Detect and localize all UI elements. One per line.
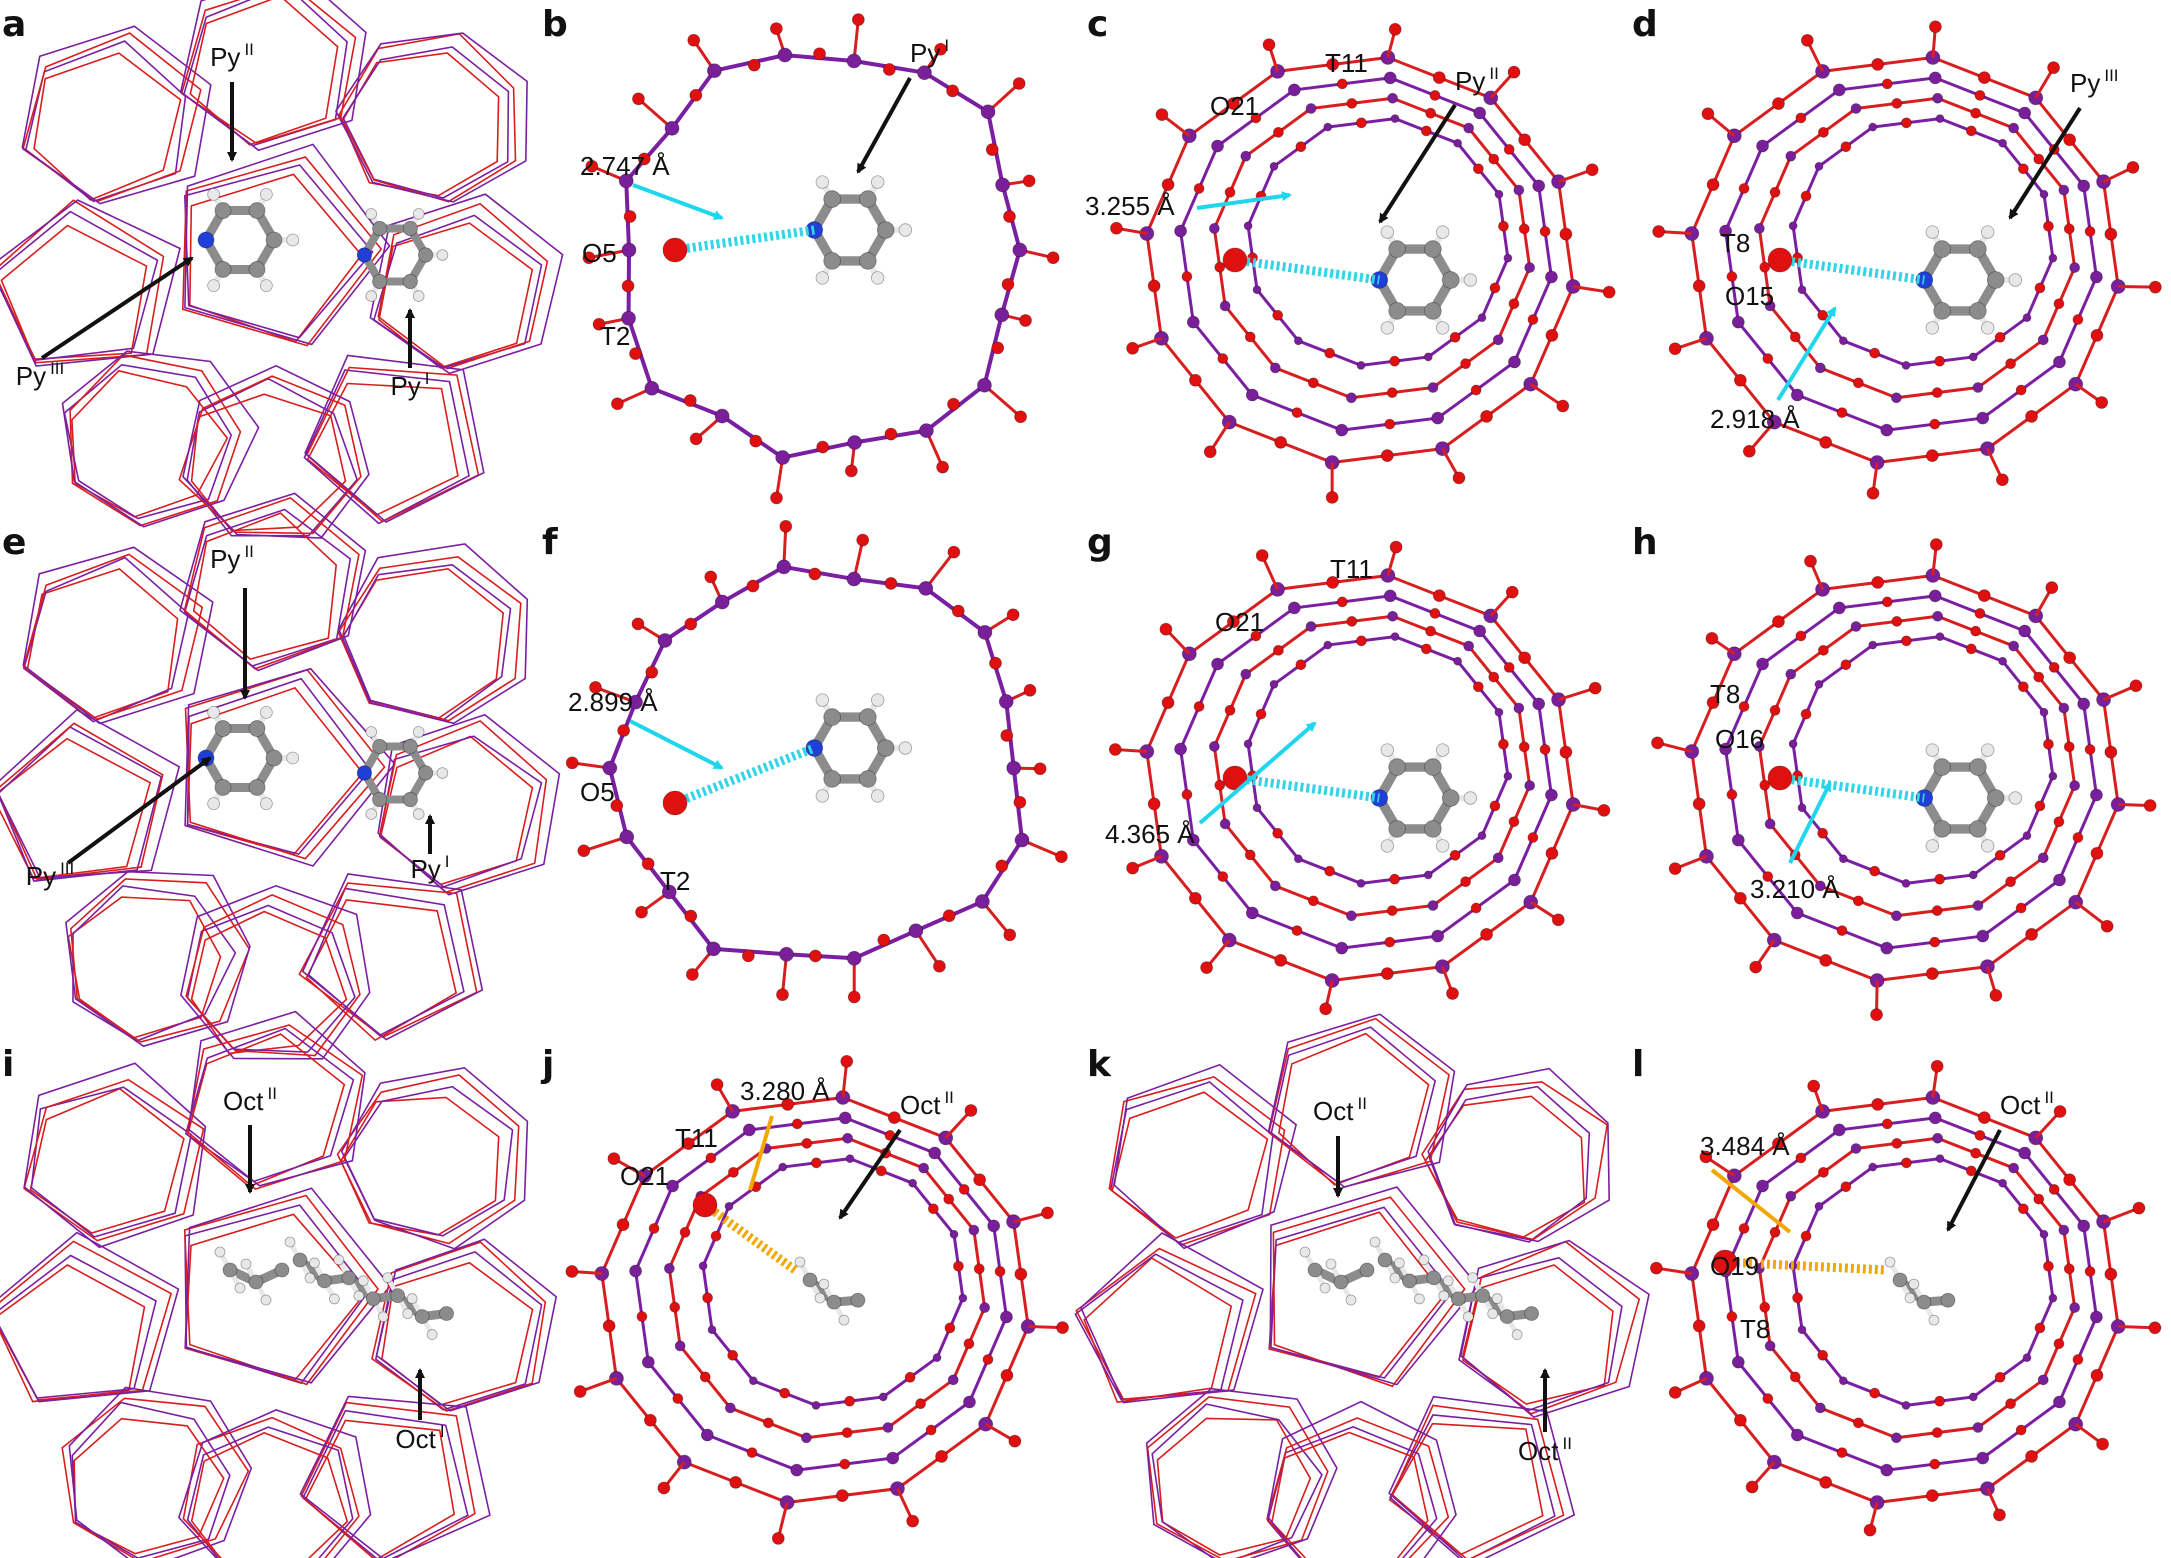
- panel-letter: j: [540, 1044, 554, 1085]
- panel-letter: a: [2, 4, 26, 45]
- panel-letter: f: [542, 522, 558, 563]
- annotation-label: T11: [1325, 48, 1368, 78]
- panel-letter: e: [2, 522, 26, 563]
- panel-letter: h: [1632, 522, 1658, 563]
- annotation-label: T11: [1330, 554, 1373, 584]
- annotation-label: 2.918 Å: [1710, 404, 1800, 434]
- panel-letter: c: [1087, 4, 1108, 45]
- annotation-label: O15: [1725, 281, 1774, 311]
- annotation-label: 4.365 Å: [1105, 819, 1195, 849]
- panel-letter: l: [1632, 1044, 1644, 1085]
- pointer-arrow: [856, 77, 912, 174]
- annotation-label: O21: [1210, 91, 1259, 121]
- annotation-label: T2: [600, 321, 630, 351]
- pointer-arrow: [1378, 103, 1457, 224]
- pointer-arrow: [1196, 191, 1292, 210]
- pointer-arrow: [2008, 106, 2082, 220]
- annotation-label: 3.210 Å: [1750, 874, 1840, 904]
- annotation-label: T11: [675, 1123, 718, 1153]
- annotation-label: T8: [1740, 1314, 1770, 1344]
- panel-letter: i: [2, 1044, 14, 1085]
- panel-letter: k: [1087, 1044, 1112, 1085]
- pointer-arrow: [1946, 1129, 2002, 1232]
- pointer-arrow: [66, 756, 212, 865]
- annotation-label: O5: [580, 777, 615, 807]
- annotation-label: T8: [1710, 679, 1740, 709]
- annotation-label: O21: [620, 1161, 669, 1191]
- annotation-label: 2.899 Å: [568, 687, 658, 717]
- panel-letter: d: [1632, 4, 1658, 45]
- pointer-arrow: [40, 256, 194, 360]
- annotation-label: 3.255 Å: [1085, 191, 1175, 221]
- annotation-label: 3.280 Å: [740, 1076, 830, 1106]
- pointer-arrow: [1788, 781, 1832, 864]
- annotation-label: O5: [582, 238, 617, 268]
- pointer-arrow: [632, 183, 724, 220]
- pointer-arrow: [748, 1115, 774, 1191]
- annotation-label: T8: [1720, 228, 1750, 258]
- annotation-label: O16: [1715, 724, 1764, 754]
- pointer-arrow: [838, 1128, 902, 1220]
- pointer-arrow: [629, 719, 724, 770]
- panel-letter: b: [542, 4, 568, 45]
- annotation-label: T2: [660, 866, 690, 896]
- panel-letter: g: [1087, 522, 1113, 563]
- annotation-label: O19: [1710, 1251, 1759, 1281]
- pointer-arrow: [1776, 306, 1837, 402]
- annotation-label: 2.747 Å: [580, 151, 670, 181]
- annotation-label: 3.484 Å: [1700, 1131, 1790, 1161]
- pointer-arrow: [1198, 721, 1317, 825]
- annotation-label: O21: [1215, 607, 1264, 637]
- pointer-arrow: [1710, 1168, 1792, 1234]
